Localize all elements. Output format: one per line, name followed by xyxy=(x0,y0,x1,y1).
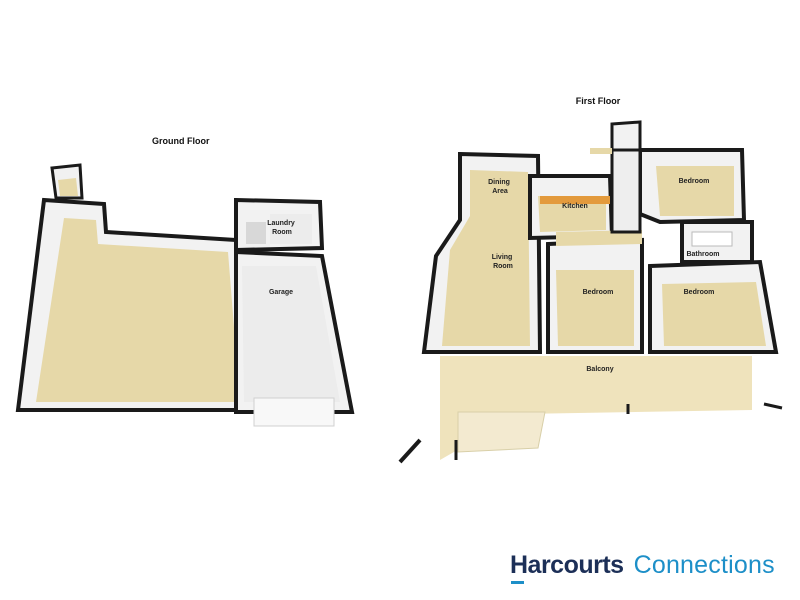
brand-name-bold: Harcourts xyxy=(510,551,624,584)
stair-nook xyxy=(50,163,84,200)
dining-label-line2: Area xyxy=(492,188,508,195)
balcony: Balcony xyxy=(398,356,783,464)
laundry-label-line2: Room xyxy=(272,229,292,236)
brand-name-light: Connections xyxy=(633,550,775,579)
dining-label-line1: Dining xyxy=(488,179,510,186)
ground-main-room xyxy=(15,197,240,412)
ground-floor-title: Ground Floor xyxy=(152,136,210,146)
dining-label: Dining Area xyxy=(488,179,512,195)
laundry-label-line1: Laundry xyxy=(267,220,295,227)
garage: Garage xyxy=(234,249,355,427)
balcony-label: Balcony xyxy=(586,366,613,373)
bedroom-right-label: Bedroom xyxy=(684,289,715,296)
kitchen-label: Kitchen xyxy=(562,203,588,210)
garage-label: Garage xyxy=(269,289,293,296)
brand-underline xyxy=(511,580,524,584)
bathroom-label: Bathroom xyxy=(686,251,719,258)
living-label-line2: Room xyxy=(493,263,513,270)
first-floor-walls xyxy=(421,120,779,354)
harcourts-logo: Harcourts Connections xyxy=(498,542,798,588)
laundry-label: Laundry Room xyxy=(267,220,297,236)
bedroom-top-label: Bedroom xyxy=(679,178,710,185)
laundry-room: Laundry Room xyxy=(234,197,325,253)
bedroom-mid-label: Bedroom xyxy=(583,289,614,296)
ground-floor: Ground Floor Laundry Room Garage xyxy=(15,136,355,427)
living-label-line1: Living xyxy=(492,254,513,261)
first-floor: First Floor Balcony xyxy=(398,96,783,464)
first-floor-title: First Floor xyxy=(576,96,621,106)
living-label: Living Room xyxy=(492,254,515,270)
